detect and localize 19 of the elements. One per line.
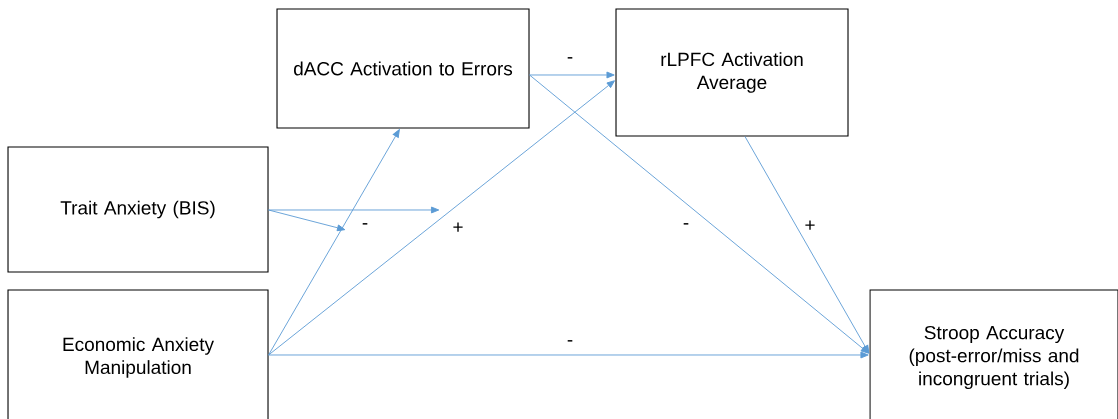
arrow xyxy=(268,129,400,356)
edge-label: - xyxy=(565,339,575,347)
arrow xyxy=(268,351,869,359)
box: rLPFC Activation Average xyxy=(615,8,849,137)
arrow xyxy=(268,206,440,214)
edge-label: + xyxy=(451,221,465,235)
arrow xyxy=(268,209,346,232)
arrow xyxy=(268,80,615,356)
edge-label: - xyxy=(360,222,370,230)
box: Stroop Accuracy (post-error/miss and incongruent trials) xyxy=(869,289,1118,419)
box: dACC Activation to Errors xyxy=(276,8,530,129)
edge-label: + xyxy=(803,219,817,233)
box: Trait Anxiety (BIS) xyxy=(7,146,269,273)
edge-label: - xyxy=(565,56,575,64)
arrow xyxy=(529,74,869,354)
edge-label: - xyxy=(681,222,691,230)
arrow xyxy=(529,71,615,79)
arrow xyxy=(744,136,870,354)
box: Economic Anxiety Manipulation xyxy=(7,289,269,419)
